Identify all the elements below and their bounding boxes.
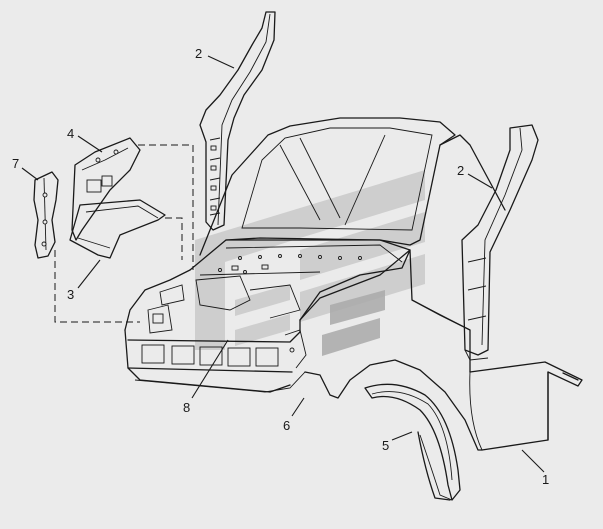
watermark-logo: [195, 170, 425, 356]
callout-2-a-pillar: 2: [195, 46, 202, 61]
part-7-vertical-strip: [33, 171, 59, 259]
part-6-front-fender: [299, 249, 483, 451]
callout-6: 6: [283, 418, 290, 433]
radiator-openings: [141, 344, 279, 367]
callout-5: 5: [382, 438, 389, 453]
assembly-dashed-lines: [54, 144, 194, 323]
callout-1: 1: [542, 472, 549, 487]
callout-3: 3: [67, 287, 74, 302]
callout-labels: 2 2 4 7 3 8 6 5 1: [12, 46, 549, 487]
part-4-bracket-plate: [71, 137, 141, 241]
cab-body: [124, 117, 506, 393]
cowl-vent-holes: [218, 254, 362, 274]
callout-8: 8: [183, 400, 190, 415]
callout-4: 4: [67, 126, 74, 141]
part-5-wheel-arch-liner: [364, 383, 461, 501]
callout-2-b-pillar: 2: [457, 163, 464, 178]
part-2-b-pillar-right: [461, 124, 539, 361]
part-2-a-pillar-top: [199, 11, 276, 231]
part-1-wheelhouse-box: [469, 361, 583, 451]
leader-lines: [21, 55, 545, 473]
callout-7: 7: [12, 156, 19, 171]
part-3-tray: [69, 199, 166, 259]
